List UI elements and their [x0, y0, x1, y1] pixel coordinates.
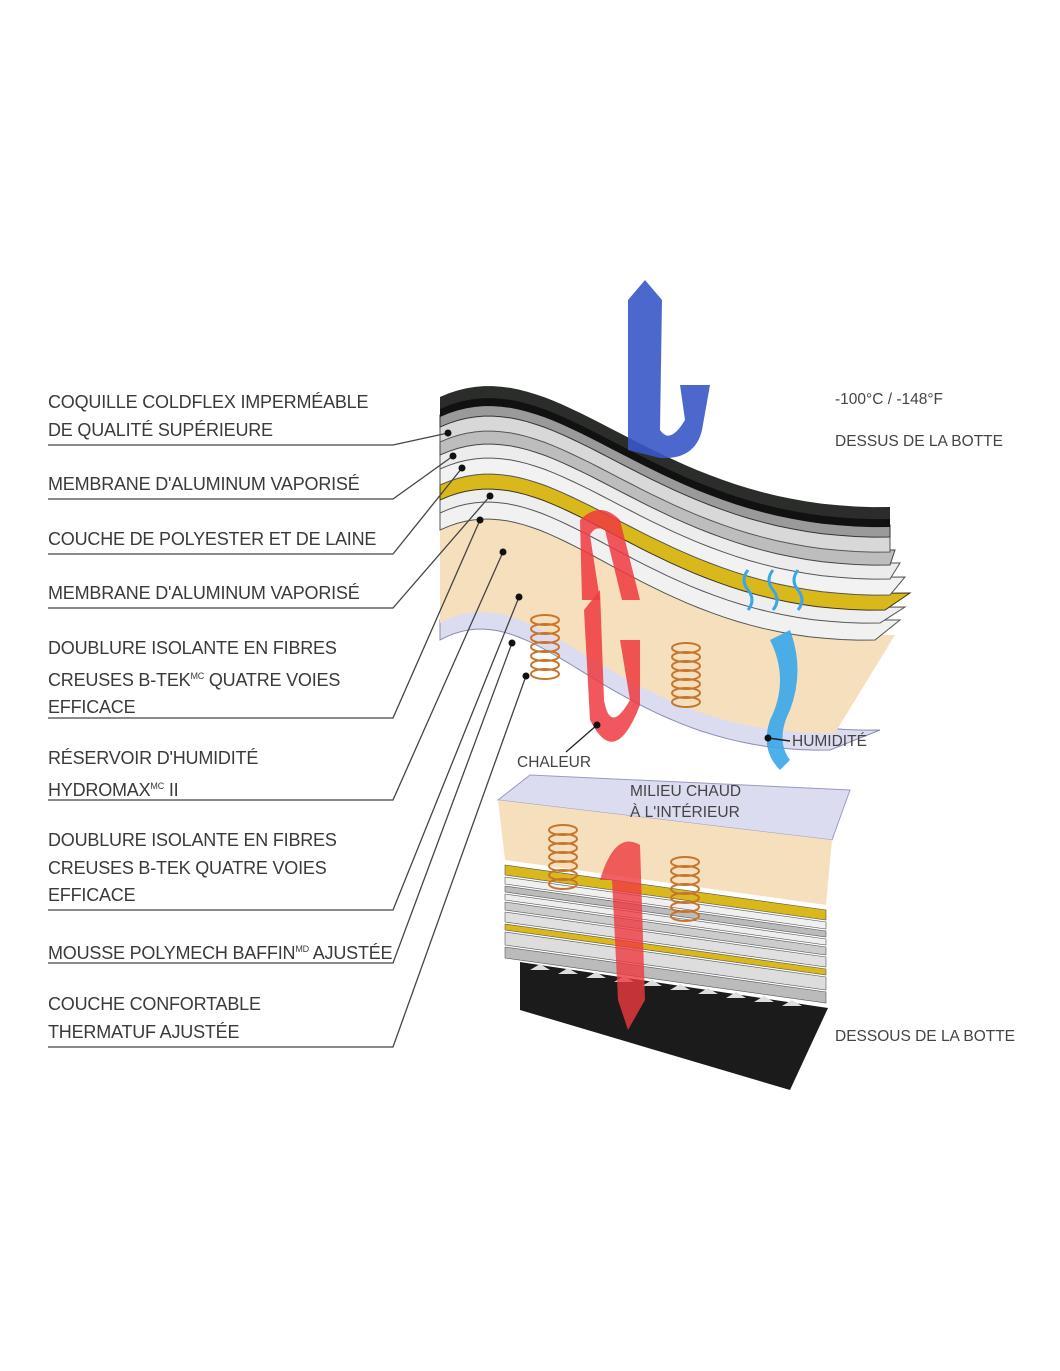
- heat-arrow-icon: [584, 590, 640, 742]
- spring-fiber-icon: [530, 668, 560, 680]
- tread-stud: [754, 996, 774, 1002]
- lower-layer: [504, 931, 827, 991]
- label-polyester-wool: COUCHE DE POLYESTER ET DE LAINE: [48, 529, 377, 549]
- vapor-arrow-icon: [742, 569, 754, 611]
- leader-dot: [515, 593, 523, 601]
- heat-arrow-lower-icon: [600, 841, 645, 1030]
- heat-label: CHALEUR: [517, 754, 592, 771]
- coldflex-shell: [440, 386, 890, 520]
- tread-stud: [782, 1000, 802, 1006]
- tread-stud: [698, 988, 718, 994]
- leader-line: [48, 467, 463, 555]
- leader-dot: [508, 639, 516, 647]
- leader-dot: [444, 429, 452, 437]
- leader-dot: [522, 672, 530, 680]
- leader-dot: [458, 464, 466, 472]
- humidity-label: HUMIDITÉ: [792, 733, 867, 750]
- leader-line: [48, 596, 520, 911]
- cold-arrow-icon: [628, 280, 710, 459]
- boot-bottom-label: DESSOUS DE LA BOTTE: [835, 1028, 1016, 1045]
- label-aluminum-membrane-2: MEMBRANE D'ALUMINUM VAPORISÉ: [48, 583, 360, 603]
- leader-line: [48, 432, 449, 446]
- label-aluminum-membrane-1: MEMBRANE D'ALUMINUM VAPORISÉ: [48, 474, 360, 494]
- spring-fiber-icon: [548, 878, 578, 890]
- leader-line: [48, 519, 481, 719]
- tread-stud: [670, 984, 690, 990]
- leader-line: [48, 675, 527, 1048]
- lower-layer: [504, 893, 827, 946]
- lower-layer: [504, 901, 827, 956]
- tread-stud: [726, 992, 746, 998]
- lower-layer: [504, 876, 827, 930]
- leader-dot: [499, 548, 507, 556]
- lower-layer: [504, 864, 827, 921]
- leader-line: [48, 642, 513, 964]
- vapor-arrow-icon: [767, 569, 779, 611]
- leader-dot: [449, 452, 457, 460]
- leader-dot: [476, 516, 484, 524]
- leader-line: [48, 495, 491, 609]
- insulation-layer-bottom: [498, 800, 832, 905]
- temperature-rating: -100°C / -148°F: [835, 391, 944, 408]
- sole-tread: [520, 962, 828, 1090]
- lower-layer: [504, 911, 827, 968]
- tread-stud: [558, 968, 578, 974]
- lower-layer: [504, 885, 827, 938]
- tread-stud: [586, 972, 606, 978]
- lower-layer: [504, 946, 827, 1004]
- label-polymech-foam: MOUSSE POLYMECH BAFFINMD AJUSTÉE: [48, 943, 393, 963]
- tread-stud: [642, 980, 662, 986]
- vapor-arrow-icon: [792, 569, 804, 611]
- humidity-leader: [767, 737, 791, 742]
- heat-leader: [565, 724, 598, 753]
- tread-stud: [530, 964, 550, 970]
- boot-top-label: DESSUS DE LA BOTTE: [835, 433, 1003, 450]
- moisture-flow-icon: [766, 630, 798, 770]
- spring-fiber-icon: [671, 696, 701, 708]
- leader-dot: [764, 734, 772, 742]
- leader-line: [48, 455, 454, 500]
- leader-dot: [486, 492, 494, 500]
- leader-line: [48, 551, 504, 801]
- lower-layer: [504, 923, 827, 976]
- spring-fiber-icon: [670, 910, 700, 922]
- leader-dot: [593, 721, 601, 729]
- heat-arrow-icon: [580, 510, 640, 600]
